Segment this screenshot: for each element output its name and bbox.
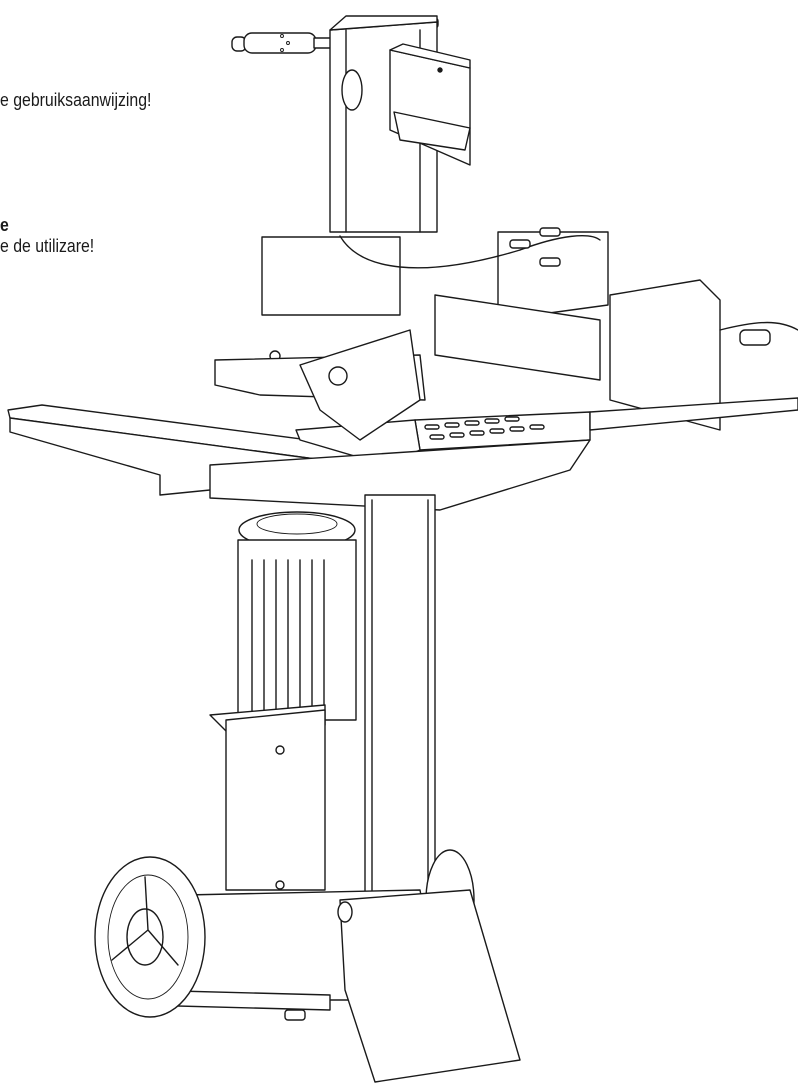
upper-frame bbox=[261, 227, 704, 398]
table-support bbox=[209, 439, 591, 511]
hydraulic-box bbox=[209, 704, 326, 891]
instruction-text-romanian: e de utilizare! bbox=[0, 236, 95, 256]
instruction-text-dutch: e gebruiksaanwijzing! bbox=[0, 90, 152, 110]
transport-wheel-left bbox=[94, 856, 206, 1018]
foot-plate bbox=[284, 889, 521, 1083]
electric-motor bbox=[237, 511, 357, 721]
right-rail bbox=[434, 279, 798, 431]
instruction-heading-romanian: e bbox=[0, 215, 9, 235]
lower-column bbox=[364, 494, 436, 901]
splitting-wedge bbox=[389, 43, 471, 166]
